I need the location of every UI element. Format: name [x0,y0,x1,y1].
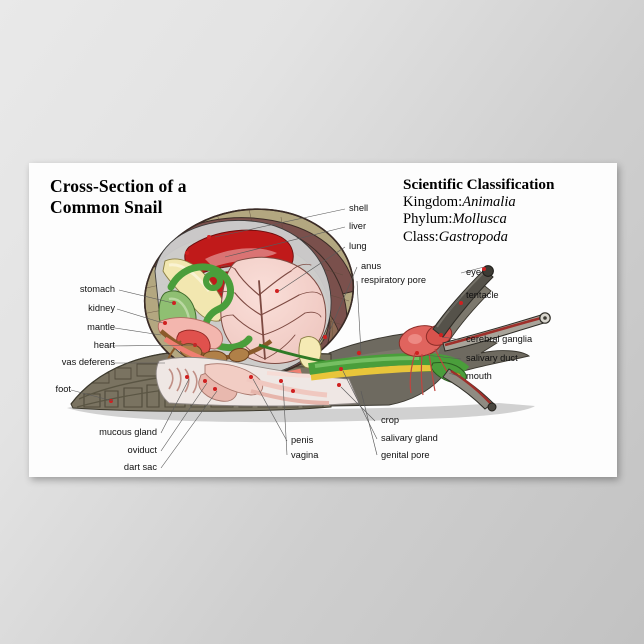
rank-phylum: Phylum: [403,211,453,228]
label-mantle: mantle [87,322,115,332]
label-foot: foot [55,384,71,394]
label-genital-pore: genital pore [381,450,430,460]
classification-row-class: Class:Gastropoda [403,229,554,247]
label-salivary-duct: salivary duct [466,353,518,363]
rank-kingdom: Kingdom: [403,193,463,210]
snail-cross-section-illustration [67,206,551,469]
label-lung: lung [349,241,367,251]
label-anchor-dots [109,235,486,403]
label-penis: penis [291,435,314,445]
value-phylum: Mollusca [452,211,507,228]
label-stomach: stomach [79,284,115,294]
rank-class: Class: [403,228,439,245]
organ-oviduct [204,363,264,396]
label-liver: liver [349,221,367,231]
scientific-classification: Scientific Classification Kingdom:Animal… [403,176,554,246]
label-salivary-gland: salivary gland [381,433,438,443]
label-crop: crop [381,415,400,425]
label-oviduct: oviduct [127,445,157,455]
page-title: Cross-Section of a Common Snail [50,176,187,217]
classification-row-phylum: Phylum:Mollusca [403,211,554,229]
leader-lines [70,208,485,469]
label-mucous-gland: mucous gland [99,427,157,437]
label-respiratory-pore: respiratory pore [361,275,427,285]
label-anus: anus [361,261,382,271]
visceral-mass [154,220,332,377]
poster-content: Cross-Section of a Common Snail Scientif… [29,163,617,477]
classification-heading: Scientific Classification [403,176,555,193]
classification-row-kingdom: Kingdom:Animalia [403,194,554,212]
label-shell: shell [349,203,369,213]
organ-mucous-gland [168,367,198,394]
label-mouth: mouth [466,371,492,381]
snail-anatomy-poster: Cross-Section of a Common Snail Scientif… [29,163,617,477]
label-vas-deferens: vas deferens [61,357,115,367]
value-class: Gastropoda [438,228,508,245]
label-eye: eye [466,267,481,277]
label-cerebral-ganglia: cerebral ganglia [466,334,533,344]
label-tentacle: tentacle [466,290,499,300]
label-dart-sac: dart sac [123,462,157,472]
reproductive-system [155,356,360,407]
label-heart: heart [93,340,115,350]
label-kidney: kidney [88,303,115,313]
value-kingdom: Animalia [462,193,516,210]
label-vagina: vagina [291,450,319,460]
